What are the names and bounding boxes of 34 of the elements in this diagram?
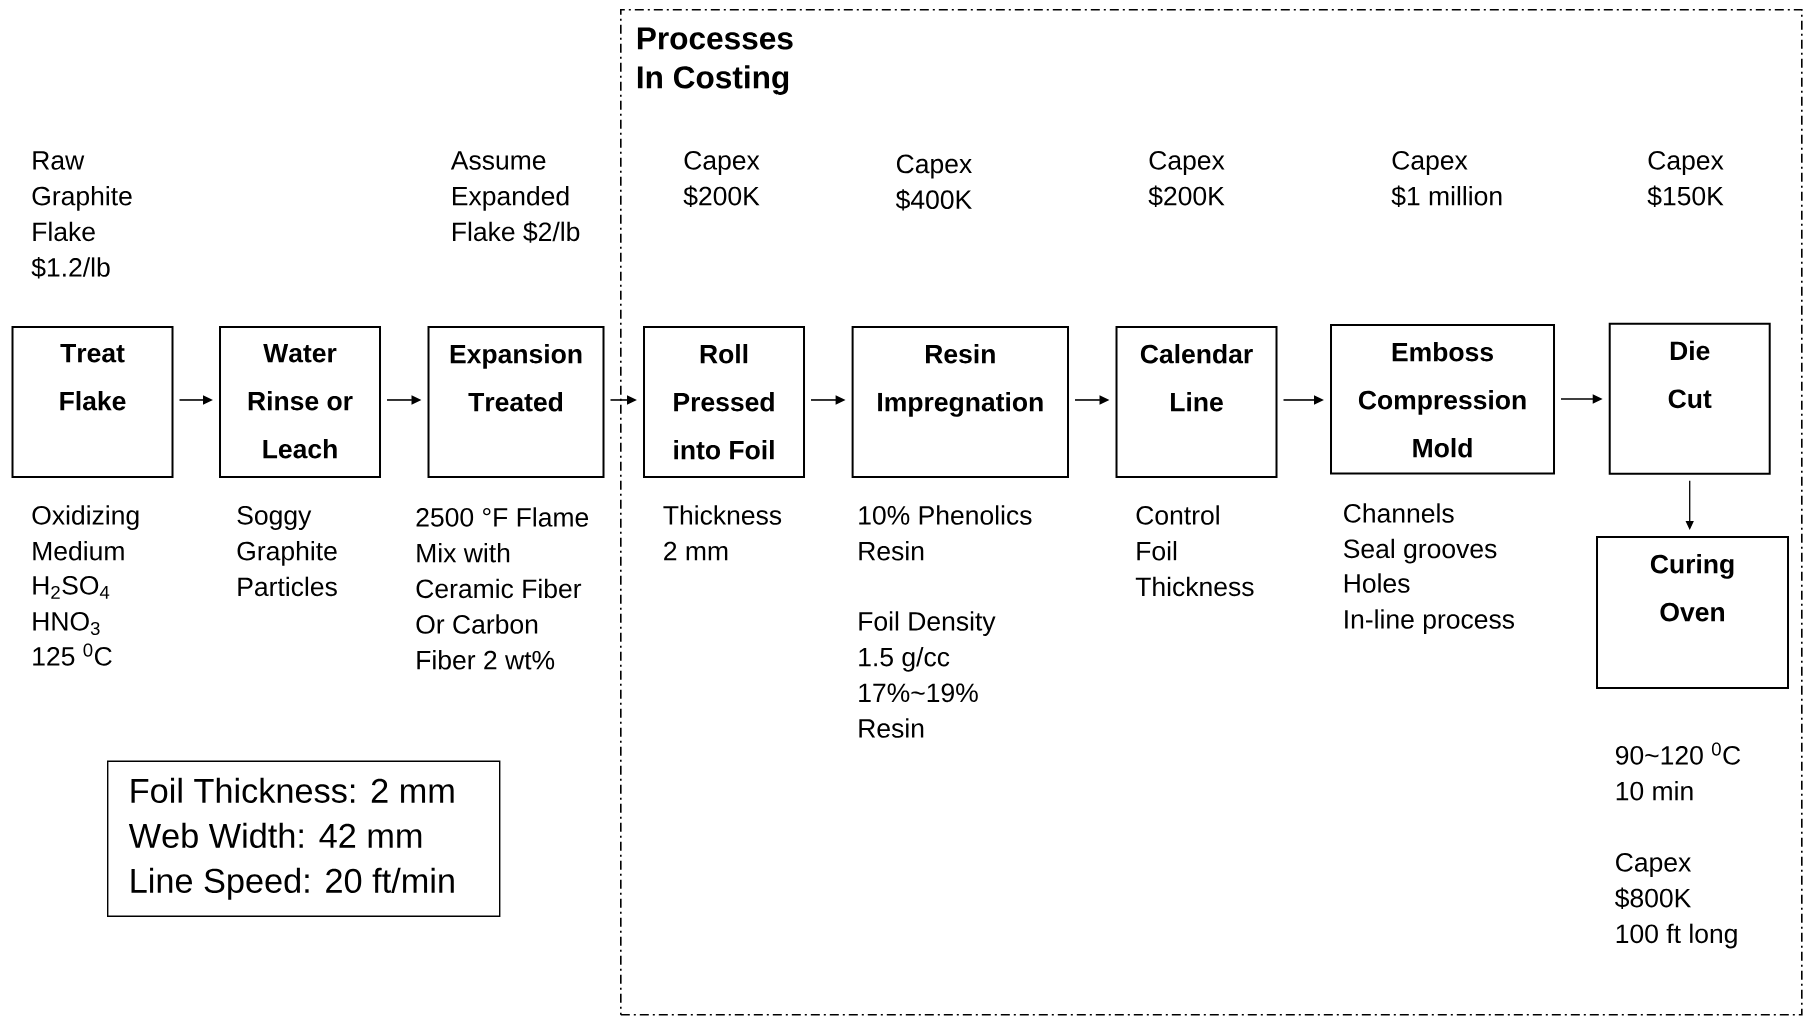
process-box: Emboss Compression Mold bbox=[1330, 324, 1555, 475]
cost-note: Capex $400K bbox=[895, 154, 972, 211]
annotation-text: 90~120 $^{0}$C 10 min bbox=[1615, 742, 1741, 801]
annotation-text: Assume Expanded Flake $2/lb bbox=[450, 151, 580, 243]
process-box: Water Rinse or Leach bbox=[219, 326, 381, 478]
annotation-text: Soggy Graphite Particles bbox=[237, 506, 337, 597]
process-box: Expansion Treated bbox=[427, 326, 605, 478]
cost-note: Capex $200K bbox=[683, 151, 760, 207]
annotation-text: 2500 °F Flame Mix with Ceramic Fiber Or Carbon Fiber 2 wt% bbox=[416, 507, 589, 670]
cost-note: Capex $1 million bbox=[1391, 151, 1502, 207]
annotation-text: Foil Density 1.5 g/cc 17%~19% Resin bbox=[859, 611, 996, 738]
process-box: Calendar Line bbox=[1115, 326, 1278, 478]
annotation-text: Oxidizing Medium bbox=[32, 505, 139, 561]
annotation-text: Thickness 2 mm bbox=[663, 505, 782, 561]
annotation-text: In-line process bbox=[1345, 609, 1515, 634]
process-box: Curing Oven bbox=[1596, 536, 1789, 689]
annotation-text: HNO$_{3}$ bbox=[33, 612, 100, 636]
cost-note: Capex $150K bbox=[1647, 151, 1724, 207]
annotation-text: H$_{2}$SO$_{4}$ bbox=[33, 576, 110, 599]
annotation-text: Capex $800K 100 ft long bbox=[1615, 853, 1737, 949]
process-box: Die Cut bbox=[1608, 322, 1771, 475]
annotation-text: Channels bbox=[1344, 503, 1454, 523]
annotation-text: 125 $^{0}$C bbox=[33, 643, 112, 666]
process-box: Roll Pressed into Foil bbox=[643, 326, 805, 478]
cost-note: Capex $200K bbox=[1148, 151, 1225, 207]
annotation-text: Control Foil Thickness bbox=[1135, 505, 1254, 597]
process-box: Resin Impregnation bbox=[851, 326, 1069, 478]
annotation-text: 10% Phenolics Resin bbox=[859, 505, 1032, 561]
annotation-text: Seal grooves bbox=[1343, 538, 1497, 564]
annotation-text: Holes bbox=[1344, 573, 1410, 593]
process-box: Treat Flake bbox=[11, 326, 174, 478]
annotation-text: Raw Graphite Flake $1.2/lb bbox=[31, 151, 132, 279]
info-box: Foil Thickness: 2 mm Web Width: 42 mm Line Speed: 20 ft/min bbox=[107, 760, 501, 917]
arrow bbox=[1685, 480, 1694, 530]
